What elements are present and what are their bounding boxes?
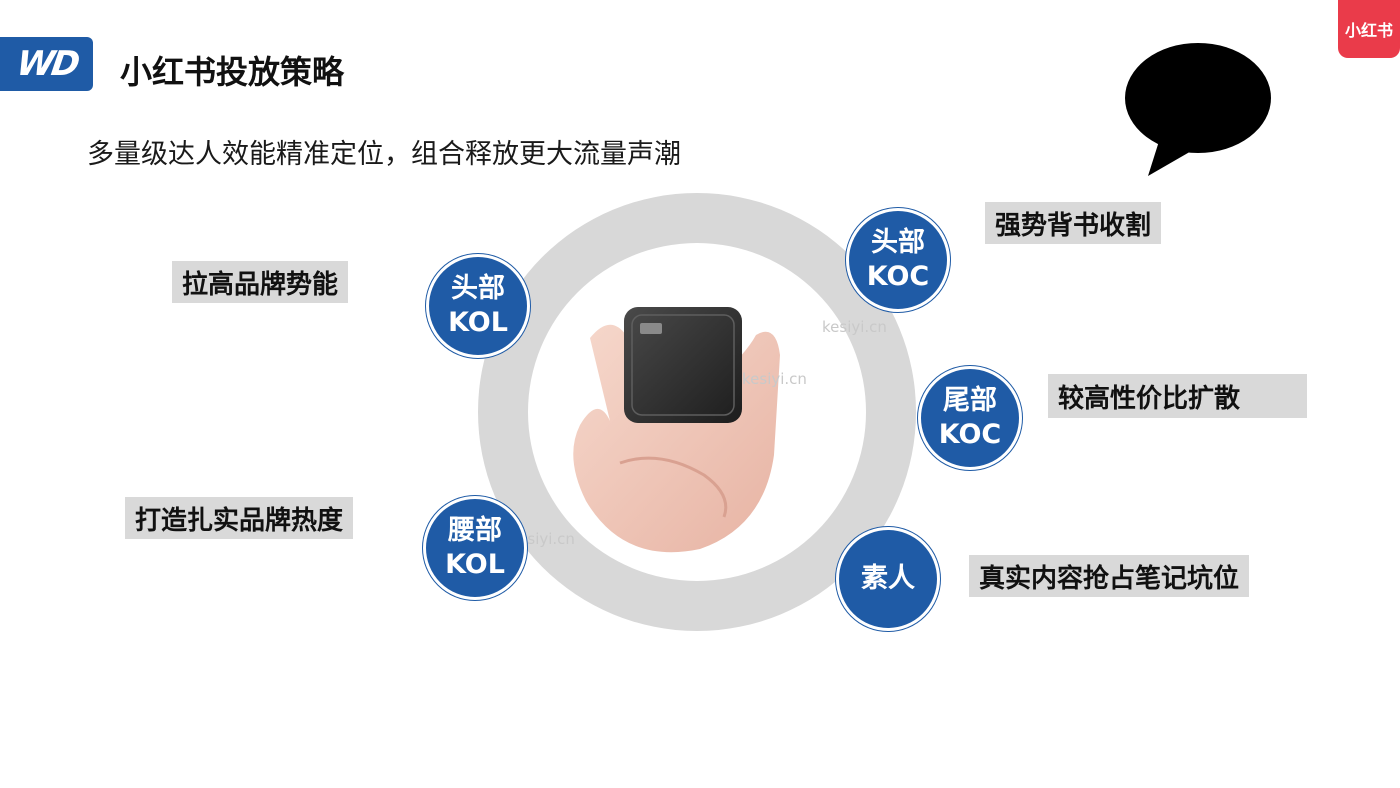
tag-tail-koc: 较高性价比扩散: [1048, 374, 1307, 418]
xiaohongshu-logo: 小红书: [1338, 0, 1400, 58]
node-waist-kol: 腰部 KOL: [423, 496, 527, 600]
tag-head-kol: 拉高品牌势能: [172, 261, 349, 303]
node-head-koc: 头部 KOC: [846, 208, 950, 312]
speech-bubble-icon: [1125, 43, 1271, 176]
node-waist-kol-line1: 腰部: [448, 515, 502, 546]
page-title: 小红书投放策略: [120, 53, 345, 91]
node-waist-kol-line2: KOL: [445, 549, 505, 580]
tag-head-koc: 强势背书收割: [985, 202, 1162, 244]
node-head-kol-line1: 头部: [451, 273, 505, 304]
product-image-disc: [528, 243, 866, 581]
node-head-koc-line2: KOC: [866, 261, 930, 292]
node-tail-koc-line1: 尾部: [943, 385, 997, 416]
node-tail-koc-line2: KOC: [938, 419, 1002, 450]
node-head-kol: 头部 KOL: [426, 254, 530, 358]
node-head-koc-line1: 头部: [871, 227, 925, 258]
page-subtitle: 多量级达人效能精准定位，组合释放更大流量声潮: [87, 139, 681, 170]
product-photo: [573, 307, 780, 553]
tag-waist-kol: 打造扎实品牌热度: [125, 497, 354, 539]
node-amateur-line1: 素人: [861, 563, 915, 594]
node-tail-koc: 尾部 KOC: [918, 366, 1022, 470]
xiaohongshu-logo-text: 小红书: [1344, 21, 1393, 40]
wd-logo: WD: [0, 37, 93, 91]
node-head-kol-line2: KOL: [448, 307, 508, 338]
node-amateur: 素人: [836, 527, 940, 631]
wd-logo-text: WD: [13, 44, 80, 84]
tag-amateur: 真实内容抢占笔记坑位: [969, 555, 1250, 597]
